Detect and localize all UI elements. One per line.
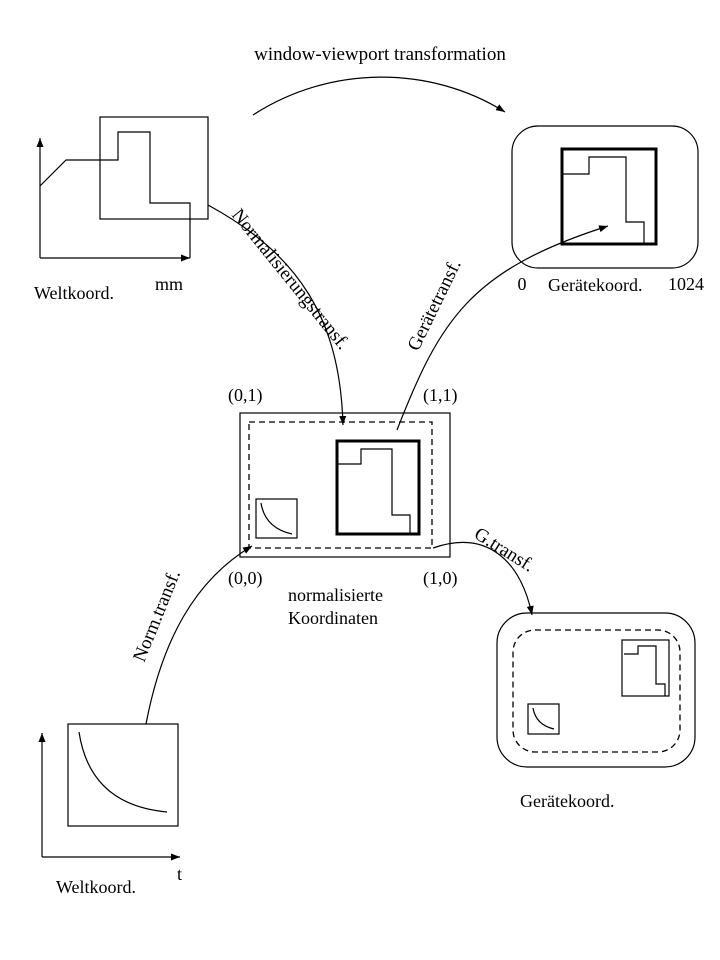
normalized-dashed-frame — [248, 421, 433, 549]
device-curve-bottom — [532, 707, 555, 730]
normalization-transf-label: Normalisierungstransf. — [227, 205, 353, 354]
device-dashed-frame-bottom — [512, 629, 681, 753]
normalized-curve — [260, 502, 293, 535]
world-window-bottom — [67, 723, 179, 827]
normalized-small-window — [255, 498, 298, 539]
device-coord-label-top: Gerätekoord. — [548, 275, 642, 295]
normalized-outer-frame — [239, 412, 451, 558]
device-panel-top — [511, 125, 699, 269]
g-transf-label: G.transf. — [470, 523, 538, 576]
device-screen-top — [511, 125, 699, 269]
device-transf-label: Gerätetransf. — [404, 256, 466, 354]
g-transf-arrow — [432, 542, 534, 616]
normalized-large-window — [335, 439, 421, 536]
normalized-panel — [239, 412, 451, 558]
norm-transf-arrow — [145, 545, 253, 725]
norm-transf-label: Norm.transf. — [129, 567, 185, 665]
device-large-window-bottom — [621, 639, 670, 697]
corner-label-top-left: (0,1) — [228, 385, 263, 406]
world-coord-panel-bottom — [38, 723, 180, 861]
unit-t-label: t — [177, 864, 182, 884]
window-viewport-arrow — [252, 76, 506, 116]
normalized-label-line2: Koordinaten — [288, 608, 378, 628]
normalized-label-line1: normalisierte — [288, 585, 383, 605]
normalization-transf-arrow — [207, 204, 347, 426]
unit-mm-label: mm — [155, 274, 183, 294]
world-coord-panel-top — [36, 116, 209, 262]
corner-label-bottom-left: (0,0) — [228, 568, 263, 589]
device-x-min-label: 0 — [518, 274, 527, 294]
device-panel-bottom — [496, 612, 696, 768]
device-polyline-bottom — [624, 645, 666, 696]
world-curve-bottom — [78, 731, 168, 813]
device-polyline-top — [562, 156, 645, 244]
corner-label-bottom-right: (1,0) — [423, 568, 458, 589]
device-viewport-top — [560, 147, 658, 246]
device-transf-arrow — [396, 225, 609, 431]
device-small-window-bottom — [527, 703, 560, 735]
device-coord-label-bottom: Gerätekoord. — [520, 791, 614, 811]
world-coord-label-bottom: Weltkoord. — [56, 877, 136, 897]
world-coord-label-top: Weltkoord. — [34, 283, 114, 303]
device-x-max-label: 1024 — [668, 274, 704, 294]
corner-label-top-right: (1,1) — [423, 385, 458, 406]
device-screen-bottom — [496, 612, 696, 768]
window-viewport-title: window-viewport transformation — [254, 44, 506, 65]
world-polyline-top — [39, 131, 191, 258]
world-window-top — [99, 116, 209, 220]
normalized-polyline — [337, 448, 411, 534]
